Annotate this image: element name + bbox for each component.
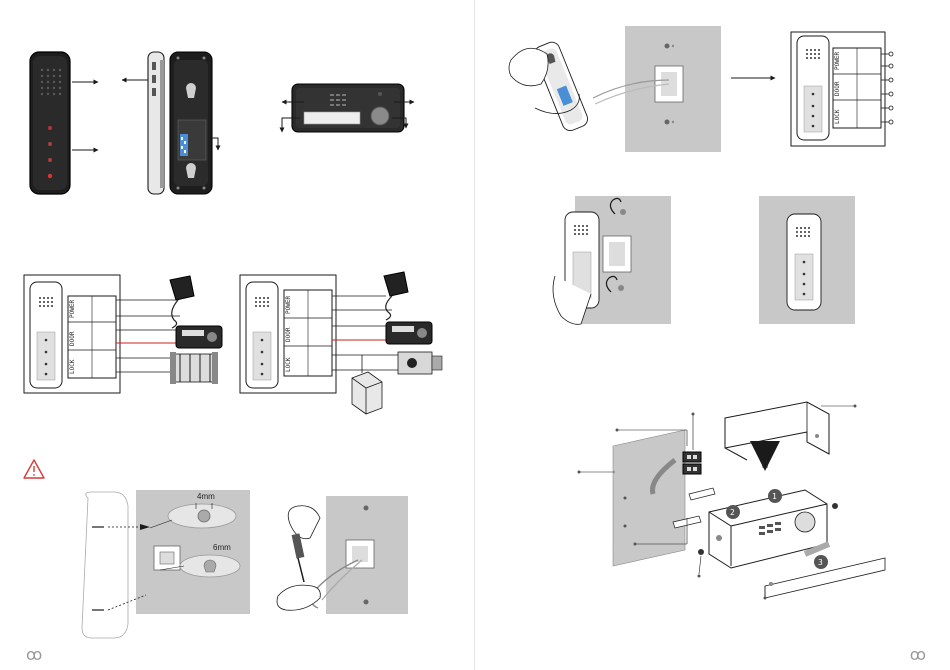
terminal-label-door: DOOR [834,81,841,96]
door-station-view [282,84,414,132]
terminal-label-lock: LOCK [834,109,841,124]
step-mounted-unit [759,196,855,324]
step-number-2: 2 [730,508,735,517]
hand-screwdriver-icon [288,506,320,582]
camera-lens-icon [378,92,382,96]
name-plate [304,112,360,124]
power-adapter-icon [170,276,194,328]
button-2-icon [48,142,52,146]
indoor-unit-outline [82,492,128,638]
rain-hood-icon [725,402,829,460]
connector-block-icon [683,452,701,474]
electric-strike-icon [398,352,442,374]
step-connect-wires [509,26,775,152]
left-page-illustrations: POWER DOOR LOCK [0,0,475,670]
button-1-icon [48,126,52,130]
step-number-3: 3 [818,558,823,567]
din-relay-icon [352,372,382,414]
step-hang-unit [553,196,671,324]
terminal-block-diagram: POWER DOOR LOCK [791,32,893,146]
label-door: DOOR [69,331,76,346]
label-lock-b: LOCK [285,357,292,372]
call-button-icon [371,107,389,125]
indoor-unit-front-view [30,52,98,194]
label-lock: LOCK [69,359,76,374]
wiring-step-screwdriver [277,496,408,614]
page-ornament-right: ꝏ [910,645,924,664]
label-power: POWER [69,300,76,318]
button-4-icon [48,174,52,178]
left-page: POWER DOOR LOCK [0,0,475,670]
mounting-step-wall [82,490,250,638]
warning-triangle-icon [24,460,44,478]
indoor-unit-side-view [122,52,164,194]
button-3-icon [48,158,52,162]
terminal-label-power: POWER [834,52,841,70]
power-adapter-icon-b [384,272,408,320]
wiring-diagram-b: POWER DOOR LOCK [240,272,442,414]
wiring-diagram-a: POWER DOOR LOCK [24,275,222,393]
page-ornament-left: ꝏ [26,645,40,664]
door-station-icon-b [386,322,432,344]
door-station-icon [176,326,222,348]
step-number-1: 1 [772,492,777,501]
exploded-view-door-station: 1 2 3 [578,402,886,600]
dimension-4mm: 4mm [197,492,215,501]
door-station-housing [709,490,827,568]
dimension-6mm: 6mm [213,543,231,552]
label-power-b: POWER [285,296,292,314]
label-door-b: DOOR [285,327,292,342]
gate-lock-icon [170,352,218,384]
indoor-unit-back-view [170,52,218,194]
call-button-exploded [795,512,815,532]
right-page: POWER DOOR LOCK [475,0,950,670]
right-page-illustrations: POWER DOOR LOCK [475,0,950,670]
